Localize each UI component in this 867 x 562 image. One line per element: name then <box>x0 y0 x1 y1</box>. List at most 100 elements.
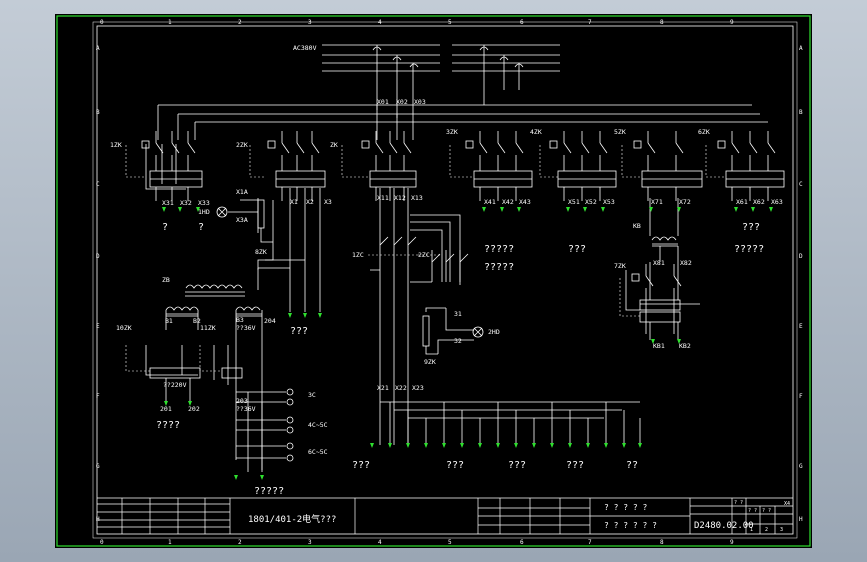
term-x43: X43 <box>519 198 531 206</box>
label-32: 32 <box>454 337 462 345</box>
terminal-dot <box>500 207 504 212</box>
breaker <box>717 131 785 201</box>
terminal-dot <box>196 207 200 212</box>
terminal-dot <box>162 207 166 212</box>
terminal-dot <box>424 443 428 448</box>
label-10zk: 10ZK <box>116 324 132 332</box>
label-36v-a: ??36V <box>236 324 256 332</box>
terminal-dot <box>482 207 486 212</box>
terminal-dot <box>496 443 500 448</box>
revision: 3 <box>780 527 783 533</box>
tap-x02: X02 <box>396 98 408 106</box>
bus-label: AC380V <box>293 44 317 52</box>
row-mark-left: F <box>96 393 100 400</box>
term-x53: X53 <box>603 198 615 206</box>
col-mark-bottom: 1 <box>168 539 172 546</box>
terminal-dot <box>677 339 681 344</box>
term-x71: X71 <box>651 198 663 206</box>
caption-q11: ??? <box>352 460 370 471</box>
terminal-dot <box>651 339 655 344</box>
col-mark-top: 3 <box>308 19 312 26</box>
label-2hd: 2HD <box>488 328 500 336</box>
switch-5zk: 5ZK <box>614 128 626 136</box>
row-mark-left: D <box>96 253 100 260</box>
col-mark-top: 0 <box>100 19 104 26</box>
col-mark-top: 4 <box>378 19 382 26</box>
terminal-dot <box>601 207 605 212</box>
term-x11: X11 <box>377 194 389 202</box>
term-x23: X23 <box>412 384 424 392</box>
caption-q13: ??? <box>508 460 526 471</box>
label-3c: 3C <box>308 391 316 399</box>
col-mark-bottom: 5 <box>448 539 452 546</box>
inner-frame <box>96 25 794 535</box>
wiring <box>145 105 681 472</box>
caption-q8: ????? <box>734 244 764 255</box>
term-kb1: KB1 <box>653 342 665 350</box>
label-220v: ??220V <box>163 381 187 389</box>
caption-q1: ? <box>162 222 168 233</box>
col-mark-bottom: 9 <box>730 539 734 546</box>
col-mark-top: 1 <box>168 19 172 26</box>
terminal-dot <box>649 207 653 212</box>
term-x72: X72 <box>679 198 691 206</box>
caption-q9: ???? <box>156 420 180 431</box>
term-x52: X52 <box>585 198 597 206</box>
label-2zc: 2ZC <box>418 251 430 259</box>
row-mark-right: D <box>799 253 803 260</box>
terminal-dot <box>318 313 322 318</box>
label-4c-5c: 4C~5C <box>308 421 328 429</box>
label-203: 203 <box>236 397 248 405</box>
terminal-dot <box>178 207 182 212</box>
row-mark-right: E <box>799 323 803 330</box>
cell-b: ? ? <box>748 508 757 514</box>
breaker <box>267 131 326 201</box>
col-mark-bottom: 2 <box>238 539 242 546</box>
switch-1zk: 1ZK <box>110 141 122 149</box>
col-mark-bottom: 6 <box>520 539 524 546</box>
caption-q14: ??? <box>566 460 584 471</box>
term-x82: X82 <box>680 259 692 267</box>
term-x12: X12 <box>394 194 406 202</box>
label-1zc: 1ZC <box>352 251 364 259</box>
switch-2zk: 2ZK <box>236 141 248 149</box>
caption-q6: ??? <box>568 244 586 255</box>
breaker <box>549 131 617 201</box>
breaker <box>141 131 203 201</box>
label-kb: KB <box>633 222 641 230</box>
drawing-title: 1801/401-2电气??? <box>248 513 336 525</box>
term-x41: X41 <box>484 198 496 206</box>
outer-frame <box>56 15 811 547</box>
caption-q5: ????? <box>484 262 514 273</box>
terminal-dot <box>406 443 410 448</box>
label-b2: B2 <box>193 317 201 325</box>
terminal-dot <box>442 443 446 448</box>
term-x61: X61 <box>736 198 748 206</box>
terminal-dot <box>288 313 292 318</box>
row-mark-left: G <box>96 463 100 470</box>
col-mark-top: 5 <box>448 19 452 26</box>
term-x21: X21 <box>377 384 389 392</box>
terminal-dot <box>638 443 642 448</box>
row-mark-right: B <box>799 109 803 116</box>
term-x3: X3 <box>324 198 332 206</box>
caption-q7: ??? <box>742 222 760 233</box>
terminal-dot <box>460 443 464 448</box>
row-mark-right: G <box>799 463 803 470</box>
terminal-dot <box>550 443 554 448</box>
breaker <box>361 131 417 201</box>
title-block <box>97 497 793 534</box>
caption-q4: ????? <box>484 244 514 255</box>
switch-3zk: 3ZK <box>446 128 458 136</box>
scale: X4 <box>784 501 790 507</box>
breaker-groups <box>141 131 785 334</box>
switch-7zk: 7ZK <box>614 262 626 270</box>
term-x81: X81 <box>653 259 665 267</box>
row-mark-right: A <box>799 45 803 52</box>
company-line-2: ? ? ? ? ? ? <box>604 521 657 530</box>
label-201: 201 <box>160 405 172 413</box>
row-mark-right: C <box>799 181 803 188</box>
